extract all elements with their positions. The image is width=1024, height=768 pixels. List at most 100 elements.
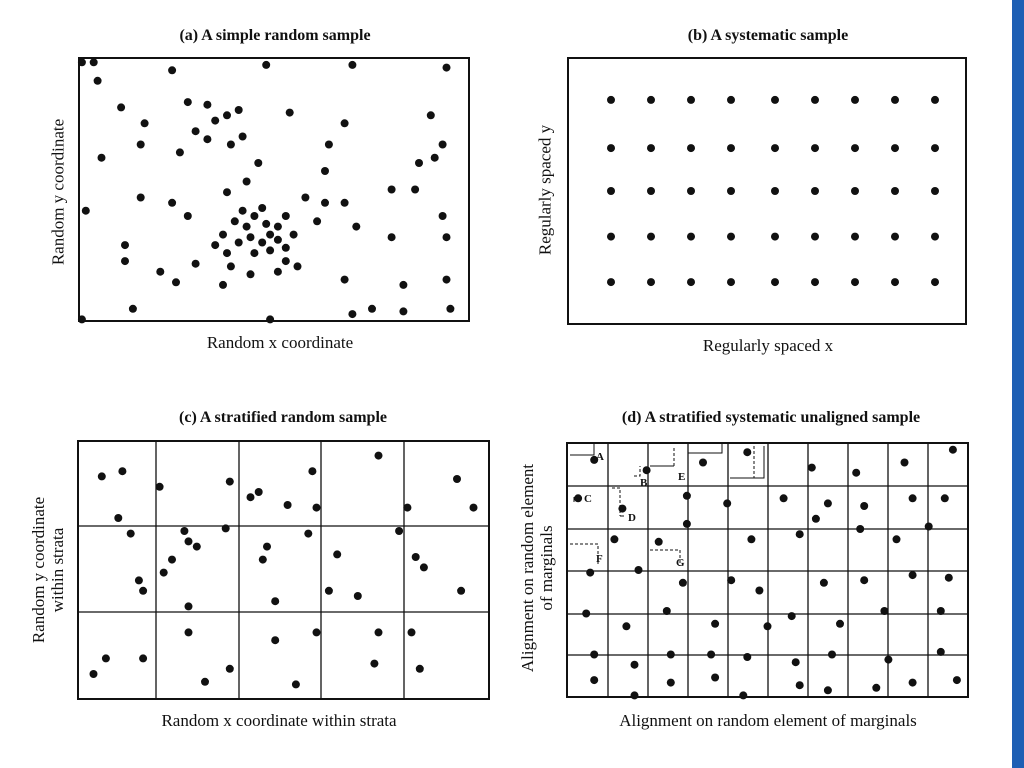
panel-d-title: (d) A stratified systematic unaligned sa… <box>621 409 921 426</box>
sample-point-d-49 <box>791 658 800 667</box>
sample-point-c-30 <box>395 527 404 535</box>
sample-point-b-22 <box>771 187 779 195</box>
sample-point-a-77 <box>387 233 396 242</box>
sample-point-a-23 <box>136 140 145 149</box>
sample-point-a-40 <box>262 219 271 228</box>
panel-b-xlabel: Regularly spaced x <box>702 336 834 355</box>
sample-point-d-28 <box>678 578 687 587</box>
sample-point-a-4 <box>262 60 271 69</box>
point-label-d: D <box>628 512 636 524</box>
sample-point-d-20 <box>747 535 756 544</box>
sample-point-c-44 <box>374 628 383 637</box>
sample-point-c-21 <box>283 501 292 509</box>
sample-point-a-55 <box>281 243 290 252</box>
sample-point-b-32 <box>811 232 819 241</box>
sample-point-a-45 <box>258 238 267 247</box>
sample-point-a-57 <box>219 280 227 289</box>
sample-point-a-63 <box>321 198 329 207</box>
sample-point-a-73 <box>156 267 165 276</box>
sample-point-c-31 <box>411 553 420 561</box>
panel-b-plot <box>567 57 967 325</box>
sample-point-c-34 <box>469 503 478 512</box>
sample-point-a-37 <box>242 222 251 231</box>
sample-point-d-12 <box>779 494 788 503</box>
sample-point-a-42 <box>219 230 227 239</box>
sample-point-a-10 <box>203 100 212 109</box>
accent-bar <box>1012 0 1024 768</box>
sample-point-b-1 <box>647 95 655 104</box>
sample-point-b-19 <box>647 187 655 195</box>
sample-point-a-74 <box>191 259 200 268</box>
sample-point-b-13 <box>771 144 779 153</box>
sample-point-b-31 <box>771 232 779 241</box>
sample-point-a-50 <box>289 230 298 239</box>
sample-point-a-39 <box>258 204 267 212</box>
sample-point-a-84 <box>399 307 408 316</box>
sample-point-b-40 <box>771 278 779 287</box>
sample-point-a-25 <box>254 159 263 167</box>
sample-point-d-33 <box>908 571 917 580</box>
sample-point-a-65 <box>352 222 361 231</box>
panel-a-xlabel: Random x coordinate <box>206 333 354 352</box>
sample-point-a-34 <box>168 198 177 207</box>
sample-point-a-54 <box>266 246 275 255</box>
sample-point-d-35 <box>582 609 591 618</box>
sample-point-a-76 <box>340 275 349 284</box>
sample-point-b-29 <box>687 232 695 241</box>
sample-point-c-11 <box>184 537 193 546</box>
sample-point-b-28 <box>647 232 655 241</box>
sample-point-b-24 <box>851 187 859 195</box>
sample-point-a-33 <box>136 193 145 202</box>
sample-point-b-26 <box>931 187 939 195</box>
sample-point-c-43 <box>312 628 321 637</box>
sample-point-c-45 <box>370 659 379 668</box>
sample-point-a-49 <box>281 212 290 220</box>
sample-point-a-81 <box>266 315 275 324</box>
sample-point-a-18 <box>285 108 294 117</box>
sample-point-b-2 <box>687 95 695 104</box>
sample-point-d-23 <box>856 525 865 533</box>
sample-point-b-3 <box>727 95 735 104</box>
point-label-e: E <box>678 471 685 483</box>
sample-point-b-41 <box>811 278 819 287</box>
sample-point-a-21 <box>426 111 435 120</box>
sample-point-d-42 <box>880 607 889 615</box>
sample-point-c-32 <box>419 563 428 572</box>
sample-point-b-16 <box>891 144 899 153</box>
sample-point-d-5 <box>852 468 861 477</box>
sample-point-b-18 <box>607 187 615 195</box>
sample-point-a-35 <box>183 212 192 220</box>
sample-point-d-37 <box>662 607 671 615</box>
sample-point-c-25 <box>324 586 333 595</box>
sample-point-d-16 <box>940 494 949 503</box>
sample-point-d-4 <box>807 463 816 472</box>
panel-a-title: (a) A simple random sample <box>179 27 371 44</box>
sample-point-d-6 <box>900 458 909 467</box>
sample-point-d-60 <box>872 683 881 692</box>
sample-point-d-44 <box>590 650 599 659</box>
sample-point-c-1 <box>126 529 135 538</box>
sample-point-a-53 <box>250 249 259 258</box>
sample-point-b-8 <box>931 95 939 104</box>
panel-d-ylabel-line2: of marginals <box>537 525 556 611</box>
sample-point-d-13 <box>823 499 832 508</box>
sample-point-b-23 <box>811 187 819 195</box>
sample-point-b-38 <box>687 278 695 287</box>
sample-point-d-9 <box>618 504 627 513</box>
sample-point-b-20 <box>687 187 695 195</box>
sample-point-c-0 <box>89 670 98 678</box>
sample-point-b-30 <box>727 232 735 241</box>
sample-point-d-38 <box>711 619 720 628</box>
sample-point-a-83 <box>368 304 376 313</box>
sample-point-b-4 <box>771 95 779 104</box>
sample-point-d-32 <box>860 576 869 585</box>
sample-point-a-8 <box>140 119 149 128</box>
sample-point-b-33 <box>851 232 859 241</box>
sample-point-b-37 <box>647 278 655 287</box>
sample-point-a-15 <box>203 135 212 144</box>
sample-point-a-22 <box>97 153 106 162</box>
sample-point-a-60 <box>281 257 290 266</box>
sample-point-d-53 <box>590 676 599 685</box>
sample-point-c-6 <box>134 576 143 585</box>
sample-point-a-5 <box>348 60 357 69</box>
